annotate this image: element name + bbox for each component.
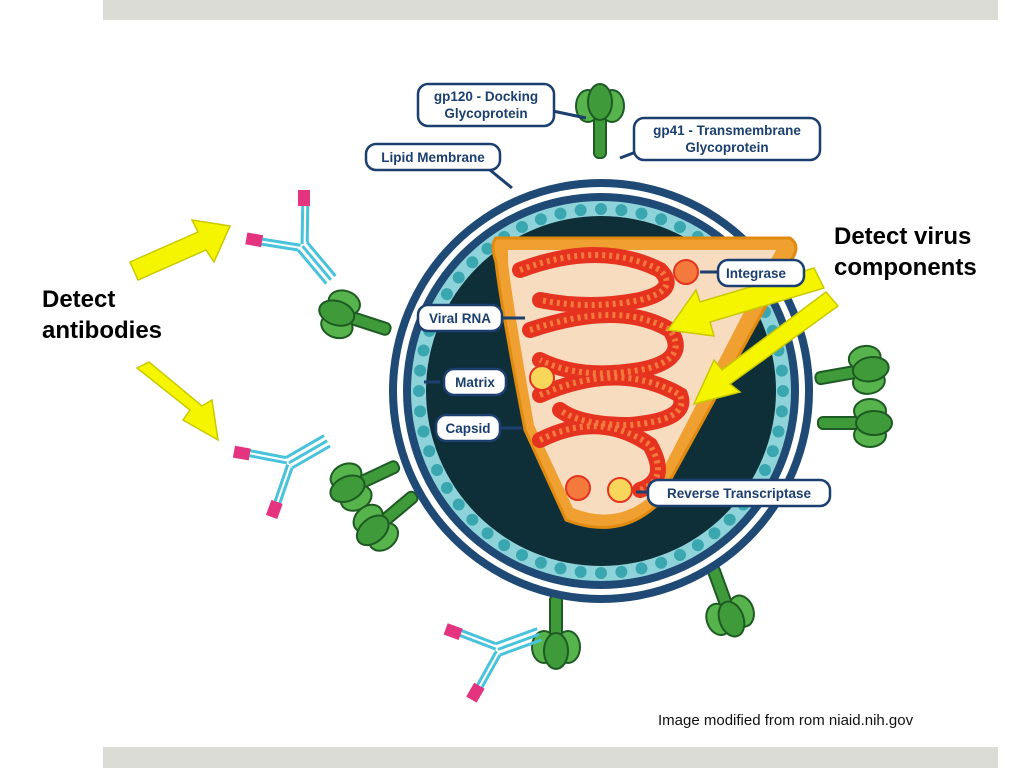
label-capsid: Capsid xyxy=(434,413,502,443)
image-credit: Image modified from rom niaid.nih.gov xyxy=(658,712,914,729)
arrow-to-antibody-lower xyxy=(135,361,219,442)
arrow-to-antibody-upper xyxy=(129,219,232,281)
label-integrase: Integrase xyxy=(716,258,806,288)
svg-text:Capsid: Capsid xyxy=(445,421,490,436)
label-reverse-transcriptase: Reverse Transcriptase xyxy=(646,478,832,508)
svg-text:Lipid Membrane: Lipid Membrane xyxy=(381,150,485,165)
arrow-to-rna-lower xyxy=(692,290,840,406)
label-matrix: Matrix xyxy=(442,367,508,397)
svg-text:Glycoprotein: Glycoprotein xyxy=(444,106,527,121)
svg-text:Reverse Transcriptase: Reverse Transcriptase xyxy=(667,486,812,501)
label-gp120: gp120 - Docking Glycoprotein xyxy=(416,82,556,128)
svg-text:Viral RNA: Viral RNA xyxy=(429,311,491,326)
label-viral-rna: Viral RNA xyxy=(416,303,504,333)
label-lipid-membrane: Lipid Membrane xyxy=(364,142,502,172)
bottom-decor-bar xyxy=(103,747,998,768)
svg-text:Matrix: Matrix xyxy=(455,375,495,390)
antibody-icon-1 xyxy=(238,182,365,309)
svg-text:Integrase: Integrase xyxy=(726,266,787,281)
svg-text:gp41 - Transmembrane: gp41 - Transmembrane xyxy=(653,123,801,138)
svg-text:Glycoprotein: Glycoprotein xyxy=(685,140,768,155)
svg-text:gp120 - Docking: gp120 - Docking xyxy=(434,89,538,104)
detect-virus-components-callout: Detect virus components xyxy=(834,223,977,281)
label-gp41: gp41 - Transmembrane Glycoprotein xyxy=(632,116,822,162)
top-decor-bar xyxy=(103,0,998,20)
antibody-icon-2 xyxy=(226,403,350,525)
detect-antibodies-callout: Detect antibodies xyxy=(42,286,163,344)
